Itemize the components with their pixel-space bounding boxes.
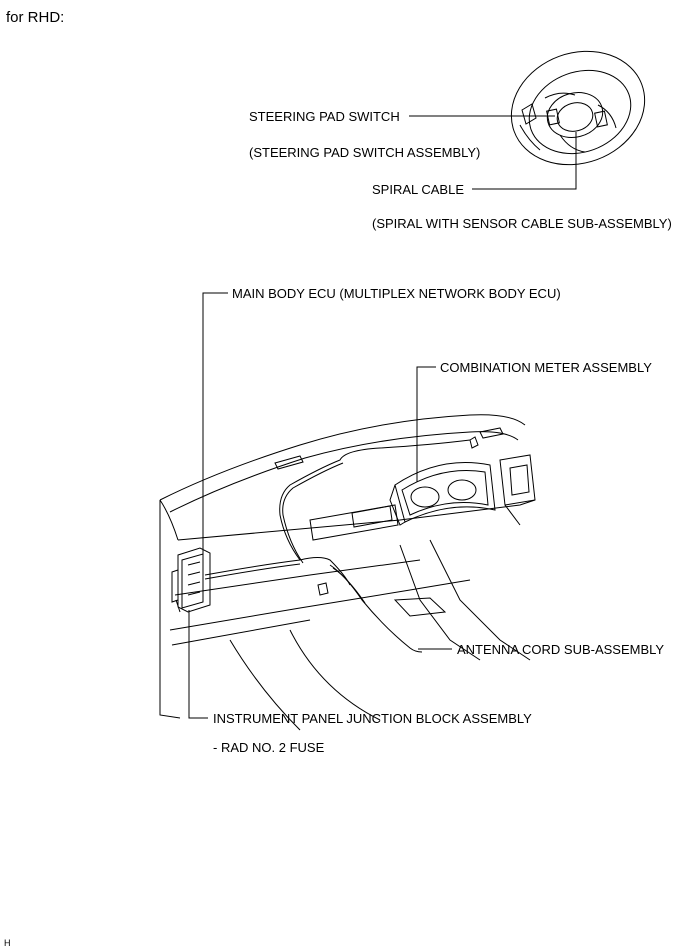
spiral-cable-assembly-label: (SPIRAL WITH SENSOR CABLE SUB-ASSEMBLY) bbox=[372, 216, 672, 231]
antenna-cord-drawing bbox=[204, 436, 479, 653]
combination-meter-leader bbox=[416, 366, 436, 482]
junction-block-drawing bbox=[171, 547, 211, 613]
combination-meter-drawing bbox=[389, 462, 496, 526]
junction-block-leader bbox=[188, 610, 208, 719]
antenna-cord-label: ANTENNA CORD SUB-ASSEMBLY bbox=[457, 642, 665, 657]
junction-block-label: INSTRUMENT PANEL JUNCTION BLOCK ASSEMBLY bbox=[213, 711, 532, 726]
main-body-ecu-leader bbox=[202, 292, 228, 560]
spiral-cable-label: SPIRAL CABLE bbox=[372, 182, 465, 197]
spiral-cable-leader bbox=[472, 132, 577, 190]
combination-meter-label: COMBINATION METER ASSEMBLY bbox=[440, 360, 652, 375]
dashboard-drawing bbox=[159, 414, 536, 731]
steering-pad-switch-label: STEERING PAD SWITCH bbox=[249, 109, 400, 124]
figure-code: H bbox=[4, 938, 11, 948]
rad-fuse-label: - RAD NO. 2 FUSE bbox=[213, 740, 325, 755]
diagram-variant-heading: for RHD: bbox=[6, 9, 65, 26]
main-body-ecu-label: MAIN BODY ECU (MULTIPLEX NETWORK BODY EC… bbox=[232, 286, 561, 301]
steering-wheel-drawing bbox=[510, 50, 646, 166]
steering-pad-switch-assembly-label: (STEERING PAD SWITCH ASSEMBLY) bbox=[249, 145, 481, 160]
